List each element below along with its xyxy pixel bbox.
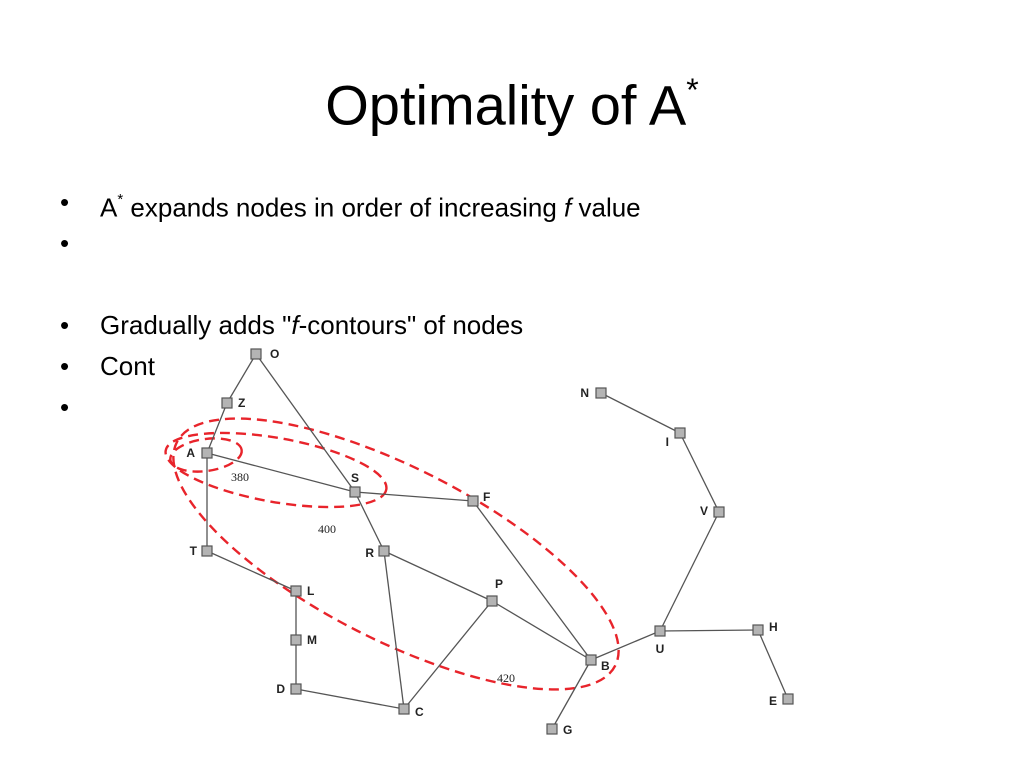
edge-F-B bbox=[472, 500, 592, 661]
contour-420 bbox=[172, 417, 620, 691]
title-text: Optimality of A bbox=[325, 73, 687, 137]
node-label-C: C bbox=[415, 705, 424, 719]
node-label-I: I bbox=[666, 435, 669, 449]
node-label-N: N bbox=[580, 386, 589, 400]
node-P bbox=[486, 595, 498, 607]
node-V bbox=[713, 506, 725, 518]
node-R bbox=[378, 545, 390, 557]
edge-A-S bbox=[206, 452, 356, 493]
edge-I-N bbox=[600, 392, 681, 434]
node-B bbox=[585, 654, 597, 666]
node-label-M: M bbox=[307, 633, 317, 647]
node-E bbox=[782, 693, 794, 705]
bullet-item-3: • Gradually adds "f-contours" of nodes bbox=[60, 305, 641, 346]
bullet-dot: • bbox=[60, 228, 70, 258]
graph-nodes: O Z A S F T R L P M D C B G U H E V I N bbox=[186, 347, 794, 737]
edge-O-Z bbox=[226, 353, 257, 404]
edge-P-C bbox=[403, 600, 493, 710]
slide-title: Optimality of A* bbox=[0, 58, 1024, 142]
graph-edges bbox=[206, 353, 789, 730]
bullet-dot: • bbox=[60, 187, 70, 217]
contour-label-420: 420 bbox=[497, 671, 515, 685]
graph-backdrop bbox=[162, 345, 562, 435]
bullet-item-5: • bbox=[60, 387, 641, 428]
node-label-T: T bbox=[190, 544, 198, 558]
title-asterisk: * bbox=[686, 72, 699, 108]
edge-V-I bbox=[679, 432, 720, 513]
edge-T-L bbox=[206, 550, 297, 592]
edge-H-E bbox=[757, 629, 789, 700]
node-T bbox=[201, 545, 213, 557]
edge-B-U bbox=[590, 630, 661, 661]
edge-B-G bbox=[551, 659, 592, 730]
node-label-E: E bbox=[769, 694, 777, 708]
edge-R-C bbox=[383, 550, 405, 710]
node-label-D: D bbox=[276, 682, 285, 696]
node-F bbox=[467, 495, 479, 507]
edge-U-V bbox=[659, 511, 720, 632]
contour-400 bbox=[164, 431, 388, 509]
node-label-A: A bbox=[186, 446, 195, 460]
contour-label-380: 380 bbox=[231, 470, 249, 484]
node-label-F: F bbox=[483, 490, 490, 504]
node-label-U: U bbox=[656, 642, 665, 656]
f-contours bbox=[164, 417, 620, 691]
contour-380 bbox=[169, 437, 243, 473]
node-A bbox=[201, 447, 213, 459]
bullet-dot: • bbox=[60, 392, 70, 422]
node-I bbox=[674, 427, 686, 439]
node-N bbox=[595, 387, 607, 399]
node-label-G: G bbox=[563, 723, 572, 737]
bullet-1-em: f bbox=[564, 192, 572, 223]
bullet-list: • A* expands nodes in order of increasin… bbox=[60, 182, 641, 428]
edge-U-H bbox=[659, 629, 759, 632]
node-label-V: V bbox=[700, 504, 708, 518]
edge-D-C bbox=[295, 688, 405, 710]
bullet-1-text: expands nodes in order of increasing bbox=[123, 192, 565, 223]
node-D bbox=[290, 683, 302, 695]
node-label-H: H bbox=[769, 620, 778, 634]
bullet-3-em: f bbox=[291, 310, 299, 340]
node-label-Z: Z bbox=[238, 396, 245, 410]
bullet-item-4: • Cont bbox=[60, 346, 641, 387]
edge-R-P bbox=[383, 550, 493, 602]
bullet-item-2: • bbox=[60, 223, 641, 305]
node-O bbox=[250, 348, 262, 360]
node-C bbox=[398, 703, 410, 715]
contour-label-400: 400 bbox=[318, 522, 336, 536]
bullet-1-sup: * bbox=[117, 191, 124, 208]
bullet-item-1: • A* expands nodes in order of increasin… bbox=[60, 182, 641, 223]
node-label-L: L bbox=[307, 584, 314, 598]
node-label-R: R bbox=[365, 546, 374, 560]
bullet-1-prefix: A bbox=[100, 192, 118, 223]
bullet-4-text: Cont bbox=[100, 351, 155, 381]
edge-S-R bbox=[354, 491, 385, 552]
node-label-P: P bbox=[495, 577, 503, 591]
node-L bbox=[290, 585, 302, 597]
node-G bbox=[546, 723, 558, 735]
edge-S-F bbox=[354, 491, 474, 502]
edge-Z-A bbox=[206, 402, 228, 454]
edge-O-S bbox=[255, 353, 356, 493]
bullet-dot: • bbox=[60, 351, 70, 381]
bullet-1-suffix: value bbox=[571, 192, 641, 223]
contour-labels: 380 400 420 bbox=[231, 470, 515, 685]
node-U bbox=[654, 625, 666, 637]
node-label-B: B bbox=[601, 659, 610, 673]
bullet-3-post: -contours" of nodes bbox=[298, 310, 524, 340]
bullet-dot: • bbox=[60, 310, 70, 340]
edge-P-B bbox=[491, 600, 592, 661]
node-label-O: O bbox=[270, 347, 279, 361]
node-M bbox=[290, 634, 302, 646]
node-H bbox=[752, 624, 764, 636]
node-S bbox=[349, 486, 361, 498]
bullet-3-pre: Gradually adds " bbox=[100, 310, 292, 340]
node-label-S: S bbox=[351, 471, 359, 485]
node-Z bbox=[221, 397, 233, 409]
